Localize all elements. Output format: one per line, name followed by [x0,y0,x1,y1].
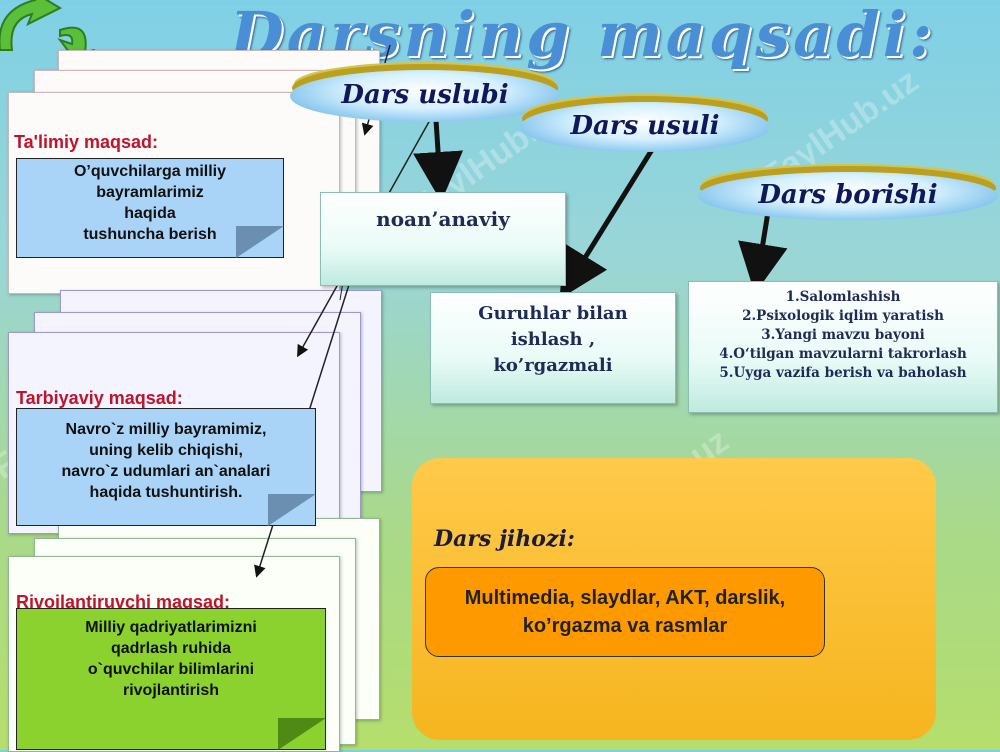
note-line: o`quvchilar bilimlarini [87,661,255,678]
note-line: tushuncha berish [83,226,217,243]
talimiy-note: O’quvchilarga milliy bayramlarimiz haqid… [16,158,284,258]
note-line: O’quvchilarga milliy [73,163,227,180]
step-item: 5.Uyga vazifa berish va baholash [719,365,967,381]
equipment-text: Multimedia, slaydlar, AKT, darslik, ko’r… [464,587,786,637]
equipment-box: Multimedia, slaydlar, AKT, darslik, ko’r… [425,567,825,657]
borishi-box: 1.Salomlashish 2.Psixologik iqlim yarati… [688,281,998,413]
section-heading: Ta'limiy maqsad: [14,132,158,152]
oval-dars-borishi: Dars borishi [698,172,998,220]
tarbiyaviy-note: Navro`z milliy bayramimiz, uning kelib c… [16,408,316,526]
note-line: bayramlarimiz [96,184,204,201]
guruh-box: Guruhlar bilan ishlash , ko’rgazmali [430,292,676,404]
note-line: navro`z udumlari an`analari [61,463,271,480]
note-line: uning kelib chiqishi, [89,442,243,459]
oval-label: Dars uslubi [341,80,509,110]
equipment-label: Dars jihozi: [434,526,575,552]
step-item: 2.Psixologik iqlim yaratish [742,308,944,324]
noanaviy-box: noan’anaviy [320,192,566,286]
box-label: ishlash , [510,329,596,350]
note-line: rivojlantirish [122,682,220,699]
box-label: Guruhlar bilan [478,303,628,324]
note-line: haqida tushuntirish. [89,484,243,501]
section-heading: Tarbiyaviy maqsad: [16,388,183,408]
oval-dars-usuli: Dars usuli [520,102,770,152]
note-line: Milliy qadriyatlarimizni [85,619,257,636]
step-item: 1.Salomlashish [785,289,901,305]
rivojlantiruvchi-note: Milliy qadriyatlarimizni qadrlash ruhida… [16,608,326,750]
step-item: 3.Yangi mavzu bayoni [761,327,925,343]
oval-label: Dars borishi [758,180,938,210]
box-label: ko’rgazmali [493,355,613,376]
step-item: 4.O‘tilgan mavzularni takrorlash [719,346,967,362]
oval-dars-uslubi: Dars uslubi [290,70,560,122]
note-line: haqida [124,205,176,222]
box-label: noan’anaviy [376,207,510,231]
note-line: qadrlash ruhida [110,640,232,657]
oval-label: Dars usuli [570,111,720,141]
section-heading: Rivojlantiruvchi maqsad: [16,592,231,612]
note-line: Navro`z milliy bayramimiz, [65,421,267,438]
